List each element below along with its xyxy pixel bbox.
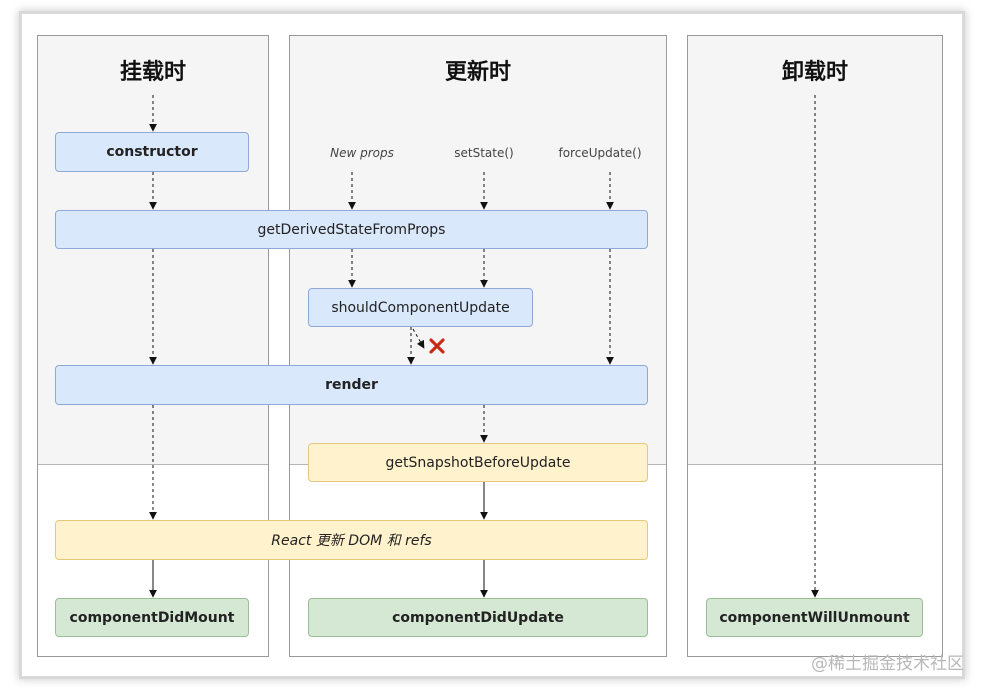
node-component-did-mount: componentDidMount — [55, 598, 249, 637]
column-title-unmount: 卸载时 — [781, 60, 848, 85]
column-title-update: 更新时 — [444, 60, 511, 85]
trigger-set-state: setState() — [454, 146, 514, 160]
node-should-component-update: shouldComponentUpdate — [308, 288, 533, 327]
node-render: render — [55, 365, 648, 405]
x-icon — [429, 338, 445, 354]
node-component-will-unmount: componentWillUnmount — [706, 598, 923, 637]
column-title-mount: 挂载时 — [119, 60, 186, 85]
node-react-update-dom-refs: React 更新 DOM 和 refs — [55, 520, 648, 560]
trigger-new-props: New props — [330, 146, 394, 160]
watermark: @稀土掘金技术社区 — [811, 654, 964, 674]
trigger-force-update: forceUpdate() — [558, 146, 642, 160]
arrow-should-cancel — [412, 328, 425, 349]
node-component-did-update: componentDidUpdate — [308, 598, 648, 637]
node-constructor: constructor — [55, 132, 249, 172]
node-get-derived-state-from-props: getDerivedStateFromProps — [55, 210, 648, 249]
node-get-snapshot-before-update: getSnapshotBeforeUpdate — [308, 443, 648, 482]
